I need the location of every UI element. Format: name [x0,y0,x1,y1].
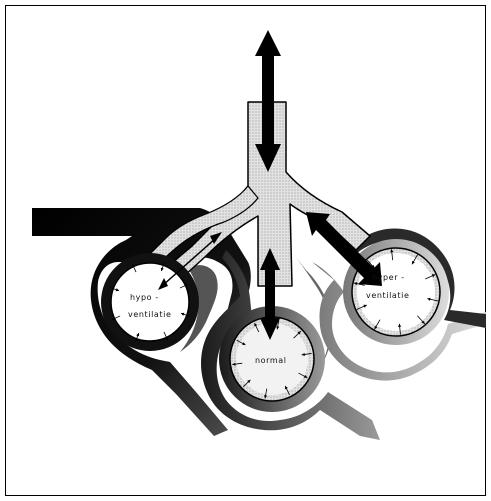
hypo-label-line1: hypo - [130,293,159,302]
trachea-airflow-arrow [255,30,281,172]
normal-label: normal [255,356,287,365]
hypo-label-line2: ventilatie [128,310,172,319]
airway-tree [150,102,370,286]
hyper-label-line2: ventilatie [366,291,410,300]
hyper-label-line1: hyper - [372,273,405,282]
alveolus-hypo [101,253,199,351]
